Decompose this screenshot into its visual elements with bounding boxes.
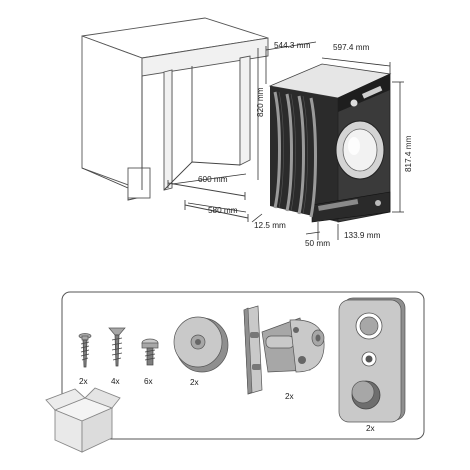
cabinet-inner-panel [163, 69, 173, 191]
dimension-labels: 544.3 mm 597.4 mm 820 mm 817.4 mm 600 mm… [198, 41, 413, 248]
qty-plate: 2x [366, 424, 375, 433]
countersunk-screw-icon [108, 327, 126, 367]
accessories-panel [61, 291, 425, 440]
dim-width-machine: 597.4 mm [333, 43, 370, 52]
display-window [362, 85, 383, 99]
open-box-icon [45, 387, 121, 453]
hinge-icon [243, 305, 325, 395]
door-glass [342, 128, 378, 172]
dim-door-offset: 133.9 mm [344, 231, 381, 240]
cabinet-left-front [81, 35, 143, 191]
cabinet-side-panel [239, 55, 251, 166]
pan-head-screw-icon [141, 338, 159, 366]
qty-hinge: 2x [285, 392, 294, 401]
dim-cabinet-depth: 580 mm [208, 206, 238, 215]
qty-screw-b: 4x [111, 377, 120, 386]
qty-screw-c: 6x [144, 377, 153, 386]
dimension-lines [171, 41, 404, 240]
lock-plate-icon [338, 297, 406, 423]
dim-height-cabinet: 820 mm [256, 87, 265, 117]
cabinet-top-edge [141, 37, 269, 77]
cabinet-foot [127, 167, 151, 199]
dim-height-machine: 817.4 mm [404, 135, 413, 172]
dim-cabinet-width: 600 mm [198, 175, 228, 184]
dim-base-offset: 50 mm [305, 239, 330, 248]
rubber-disc-icon [173, 316, 229, 373]
washing-machine [268, 63, 392, 223]
side-ribs [273, 91, 317, 218]
program-dial-icon [350, 99, 358, 107]
wood-screw-long-icon [78, 333, 92, 368]
service-flap [318, 199, 359, 211]
dim-depth-top: 544.3 mm [274, 41, 311, 50]
qty-screw-a: 2x [79, 377, 88, 386]
drain-cap-icon [375, 200, 381, 206]
dim-side-offset: 12.5 mm [254, 221, 286, 230]
kitchen-cabinet [81, 17, 269, 222]
qty-disc: 2x [190, 378, 199, 387]
